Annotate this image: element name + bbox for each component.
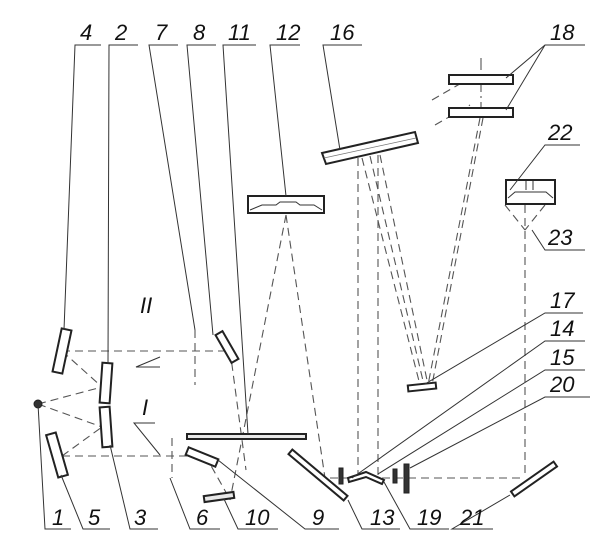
ray-4-2 <box>61 350 103 388</box>
label-22: 22 <box>547 120 572 145</box>
label-9: 9 <box>312 505 324 530</box>
label-4: 4 <box>80 20 92 45</box>
label-15: 15 <box>550 345 575 370</box>
beam-label-ii: II <box>140 293 152 318</box>
element-3-mirror <box>98 405 114 449</box>
label-7: 7 <box>155 20 168 45</box>
element-10-mirror <box>202 490 236 504</box>
element-8-mirror <box>214 329 240 365</box>
label-21: 21 <box>459 505 484 530</box>
ray-12-right <box>285 214 326 479</box>
label-20: 20 <box>549 372 575 397</box>
ray-18-ghost-1 <box>431 77 471 101</box>
labels: 4 2 7 8 11 12 16 18 22 23 17 14 15 20 1 … <box>52 20 575 530</box>
element-13-mirror <box>287 448 349 502</box>
element-9-mirror <box>184 445 220 469</box>
ray-12-left <box>229 214 287 501</box>
label-19: 19 <box>417 505 441 530</box>
label-18: 18 <box>550 20 575 45</box>
label-10: 10 <box>245 505 270 530</box>
ray-23-l <box>504 204 526 231</box>
label-11: 11 <box>228 20 251 45</box>
leader-lines <box>37 44 590 530</box>
element-14-slit <box>338 467 344 485</box>
label-5: 5 <box>88 505 101 530</box>
ray-source-2 <box>37 386 103 405</box>
label-1: 1 <box>52 505 64 530</box>
element-5-mirror <box>44 431 70 479</box>
label-13: 13 <box>370 505 395 530</box>
ray-16-e <box>379 154 429 386</box>
beam-paths <box>37 58 546 501</box>
element-2-mirror <box>98 361 114 405</box>
element-19 <box>392 468 398 484</box>
label-6: 6 <box>196 505 209 530</box>
element-20 <box>403 463 410 494</box>
element-21-mirror <box>509 460 559 498</box>
beam-label-i: I <box>142 395 148 420</box>
element-4-mirror <box>51 327 73 375</box>
element-17 <box>406 381 438 393</box>
label-8: 8 <box>193 20 206 45</box>
label-23: 23 <box>547 225 573 250</box>
label-17: 17 <box>550 288 575 313</box>
ray-8-10 <box>229 349 247 471</box>
ray-18-17 <box>427 117 481 386</box>
label-14: 14 <box>550 316 574 341</box>
element-22-23 <box>505 179 556 205</box>
ray-source-3 <box>37 403 103 428</box>
label-16: 16 <box>330 20 355 45</box>
label-12: 12 <box>276 20 300 45</box>
ray-16-c <box>361 157 421 386</box>
optical-elements <box>33 74 559 504</box>
label-2: 2 <box>114 20 127 45</box>
ray-18-17b <box>431 117 484 386</box>
label-3: 3 <box>134 505 147 530</box>
element-18-upper <box>448 74 514 85</box>
element-18-lower <box>448 107 514 118</box>
element-11-plate <box>186 433 307 440</box>
ray-5-3 <box>61 426 103 457</box>
ray-23-r <box>524 204 546 231</box>
element-12-mirror <box>247 195 325 214</box>
ray-16-d <box>369 155 425 386</box>
